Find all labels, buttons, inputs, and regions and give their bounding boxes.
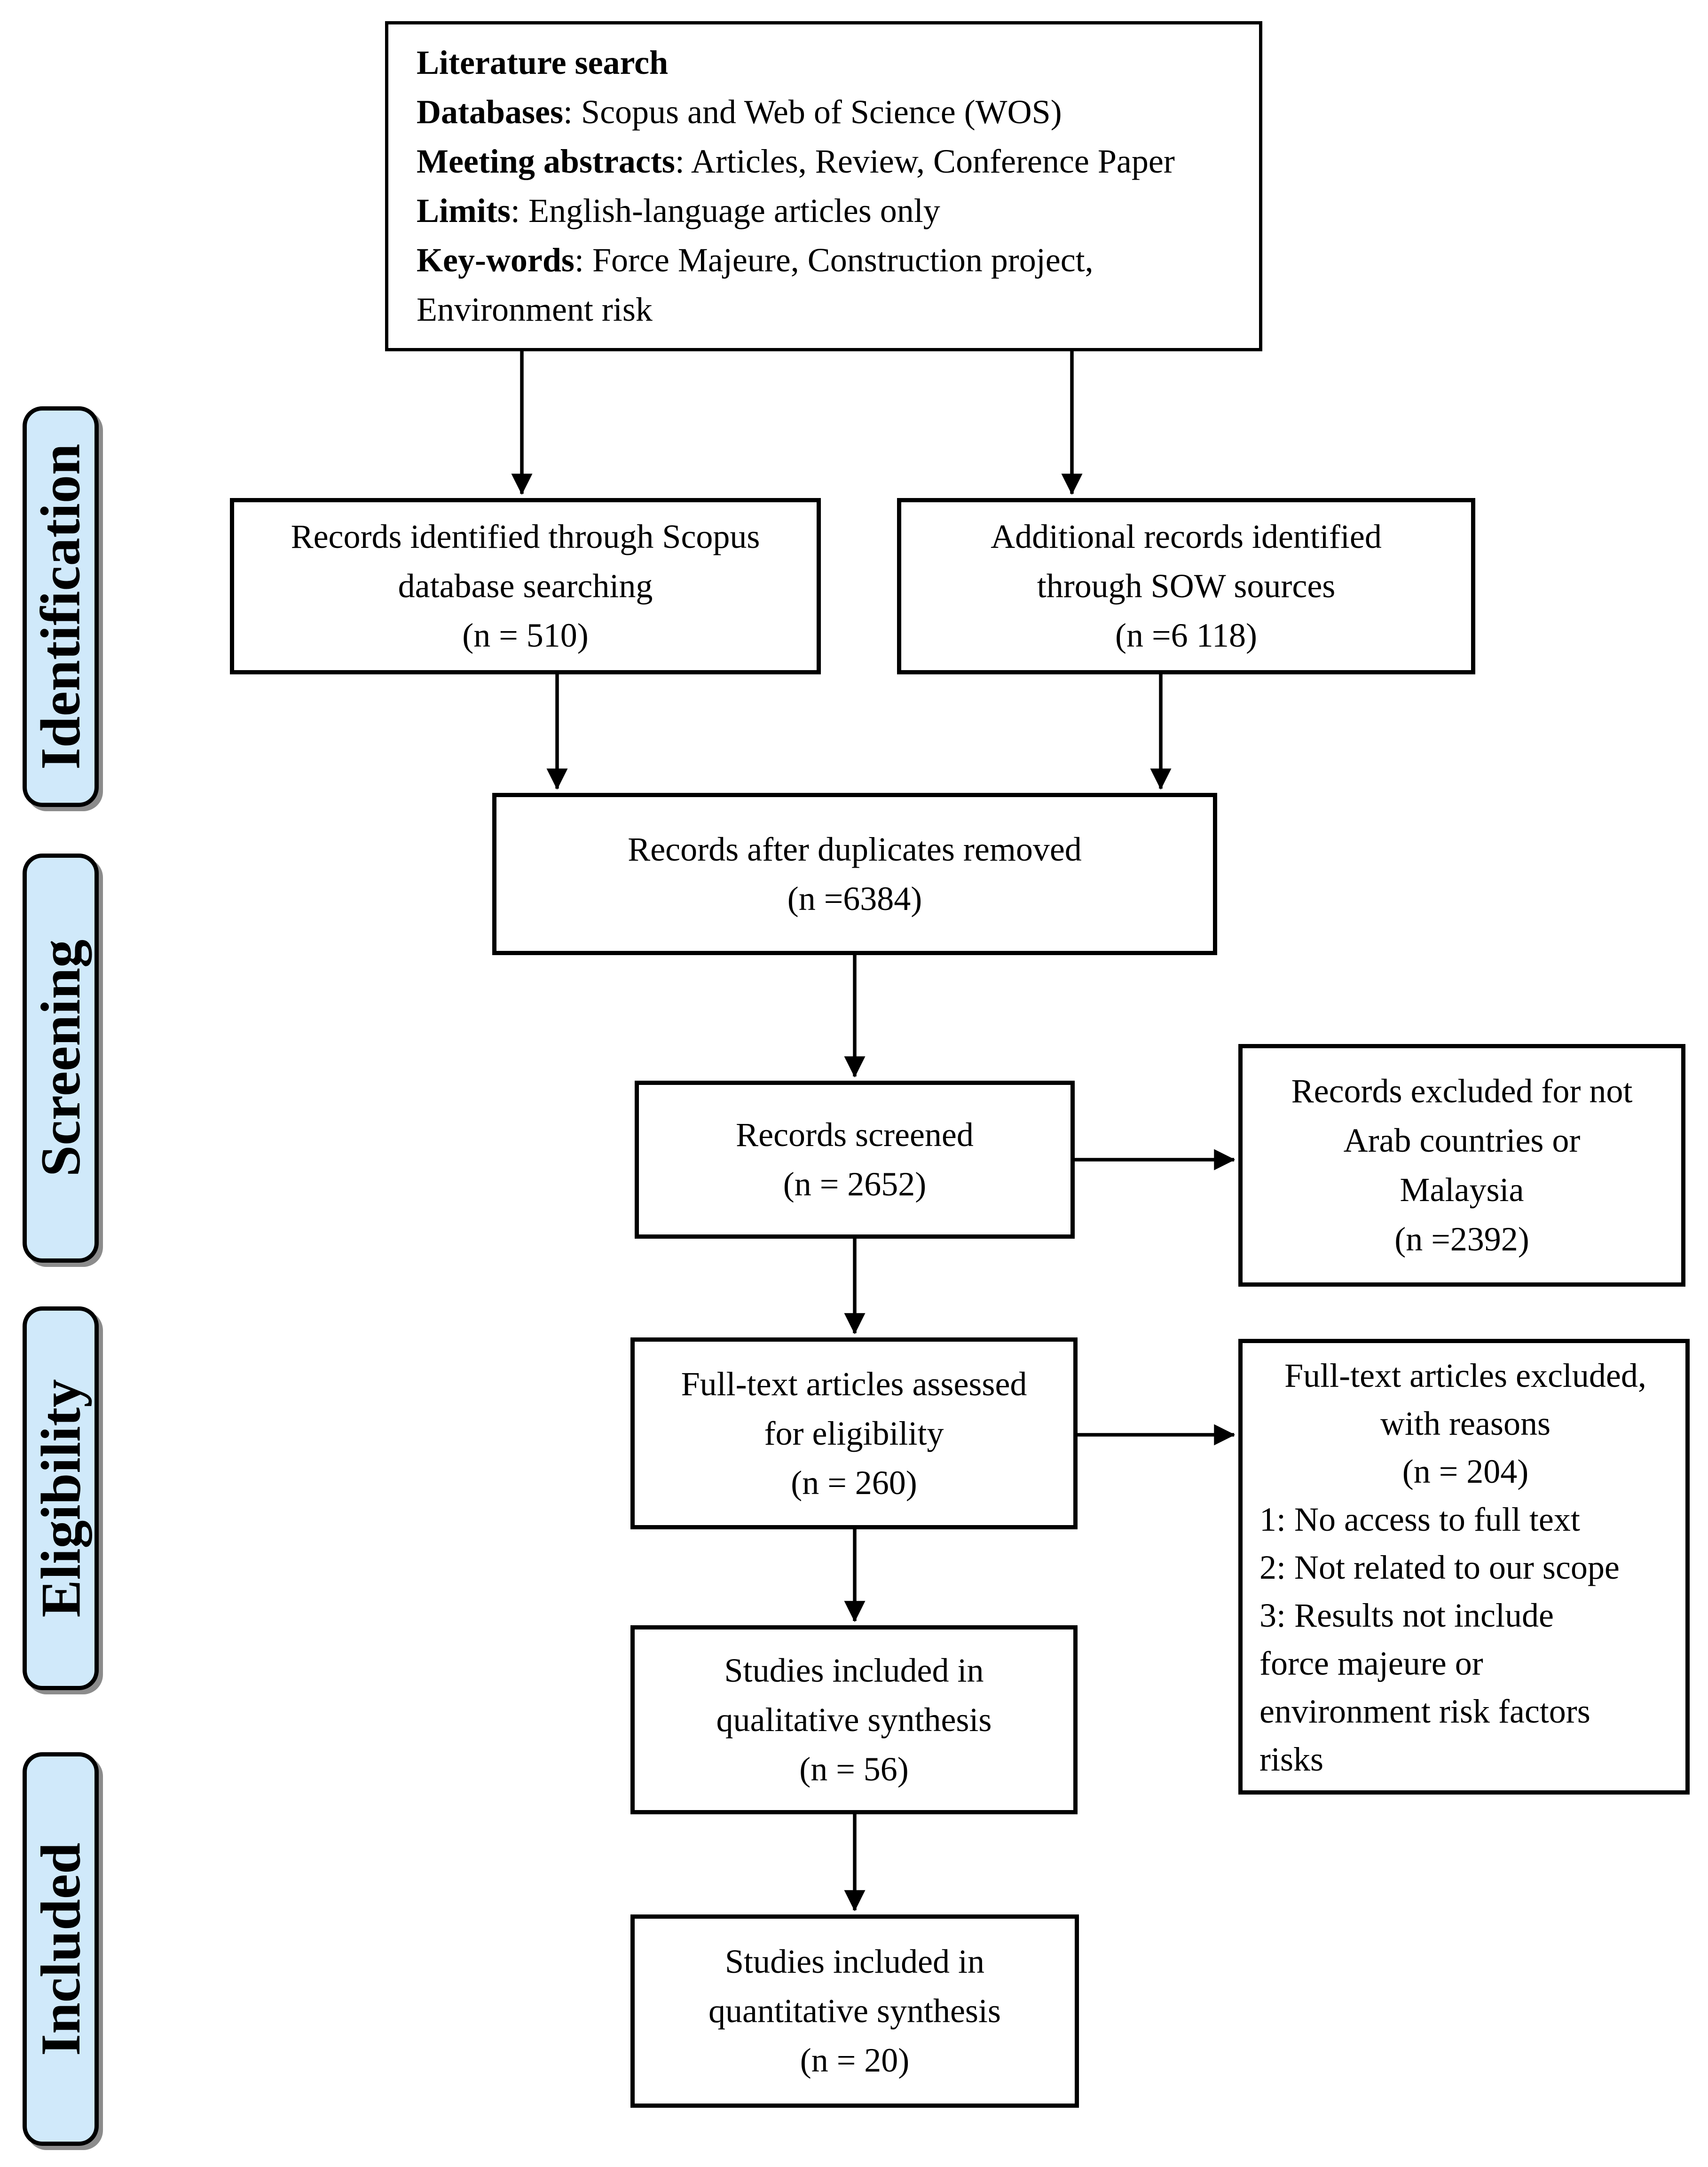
text-line: Records identified through Scopus xyxy=(291,518,760,555)
text-line: 3: Results not include xyxy=(1259,1597,1554,1634)
text-line: (n =2392) xyxy=(1394,1220,1529,1258)
text-line: Databases: Scopus and Web of Science (WO… xyxy=(417,93,1062,131)
text-line: (n = 20) xyxy=(800,2041,910,2079)
text-line-label: Limits xyxy=(417,192,511,229)
stage-identification-label: Identification xyxy=(29,443,92,770)
fulltext-excluded-box: Full-text articles excluded, with reasons… xyxy=(1238,1339,1690,1795)
text-line: Literature search xyxy=(417,38,1239,87)
text-line-label: Key-words xyxy=(417,241,575,279)
text-line: quantitative synthesis xyxy=(708,1992,1001,2030)
text-line: (n = 56) xyxy=(799,1750,909,1788)
text-line: 2: Not related to our scope xyxy=(1259,1549,1620,1586)
text-line: Environment risk xyxy=(417,291,653,328)
additional-records-sow-box: Additional records identified through SOW… xyxy=(897,498,1475,674)
text-line: Malaysia xyxy=(1400,1171,1524,1209)
text-line: Records screened xyxy=(736,1116,974,1154)
stage-screening: Screening xyxy=(23,854,99,1263)
text-line: (n =6384) xyxy=(787,879,922,917)
quantitative-synthesis-box: Studies included in quantitative synthesi… xyxy=(630,1914,1079,2108)
text-line: (n =6 118) xyxy=(1115,617,1257,654)
text-line: Arab countries or xyxy=(1343,1122,1581,1159)
text-line: (n = 260) xyxy=(791,1463,917,1502)
text-line: 1: No access to full text xyxy=(1259,1501,1580,1538)
stage-identification: Identification xyxy=(23,406,99,807)
text-line: for eligibility xyxy=(764,1414,944,1452)
qualitative-synthesis-box: Studies included in qualitative synthesis… xyxy=(630,1625,1078,1814)
stage-included: Included xyxy=(23,1752,99,2146)
text-line: Studies included in xyxy=(725,1943,984,1980)
fulltext-excluded-summary: Full-text articles excluded, with reasons… xyxy=(1259,1352,1671,1495)
stage-eligibility-label: Eligibility xyxy=(29,1379,92,1618)
text-line: database searching xyxy=(398,567,653,605)
text-line-label: Literature search xyxy=(417,44,669,81)
text-line: through SOW sources xyxy=(1037,567,1336,605)
text-line: (n = 2652) xyxy=(783,1165,927,1203)
text-line: risks xyxy=(1259,1740,1324,1778)
records-screened-box: Records screened (n = 2652) xyxy=(635,1081,1075,1239)
text-line: qualitative synthesis xyxy=(716,1700,992,1739)
text-line-label: Meeting abstracts xyxy=(417,142,675,180)
stage-screening-label: Screening xyxy=(29,939,92,1177)
text-line-label: Databases xyxy=(417,93,564,131)
text-line: Records after duplicates removed xyxy=(628,830,1082,868)
stage-eligibility: Eligibility xyxy=(23,1306,99,1690)
text-line: Full-text articles excluded, xyxy=(1284,1357,1646,1394)
text-line: Additional records identified xyxy=(991,518,1382,555)
text-line: environment risk factors xyxy=(1259,1692,1590,1730)
text-line: (n = 204) xyxy=(1402,1453,1529,1490)
fulltext-assessed-box: Full-text articles assessed for eligibili… xyxy=(630,1337,1078,1529)
fulltext-excluded-reasons: 1: No access to full text 2: Not related … xyxy=(1259,1495,1671,1783)
stage-included-label: Included xyxy=(29,1842,92,2056)
text-line: with reasons xyxy=(1380,1405,1551,1442)
text-line: Key-words: Force Majeure, Construction p… xyxy=(417,241,1094,279)
text-line: Studies included in xyxy=(724,1651,984,1689)
text-line: Meeting abstracts: Articles, Review, Con… xyxy=(417,142,1175,180)
text-line: Limits: English-language articles only xyxy=(417,192,940,229)
text-line: Full-text articles assessed xyxy=(681,1365,1027,1403)
text-line: force majeure or xyxy=(1259,1645,1483,1682)
text-line: (n = 510) xyxy=(462,617,589,654)
records-after-duplicates-box: Records after duplicates removed (n =6384… xyxy=(492,793,1217,955)
text-line: Records excluded for not xyxy=(1291,1072,1633,1110)
records-identified-scopus-box: Records identified through Scopus databas… xyxy=(230,498,821,674)
